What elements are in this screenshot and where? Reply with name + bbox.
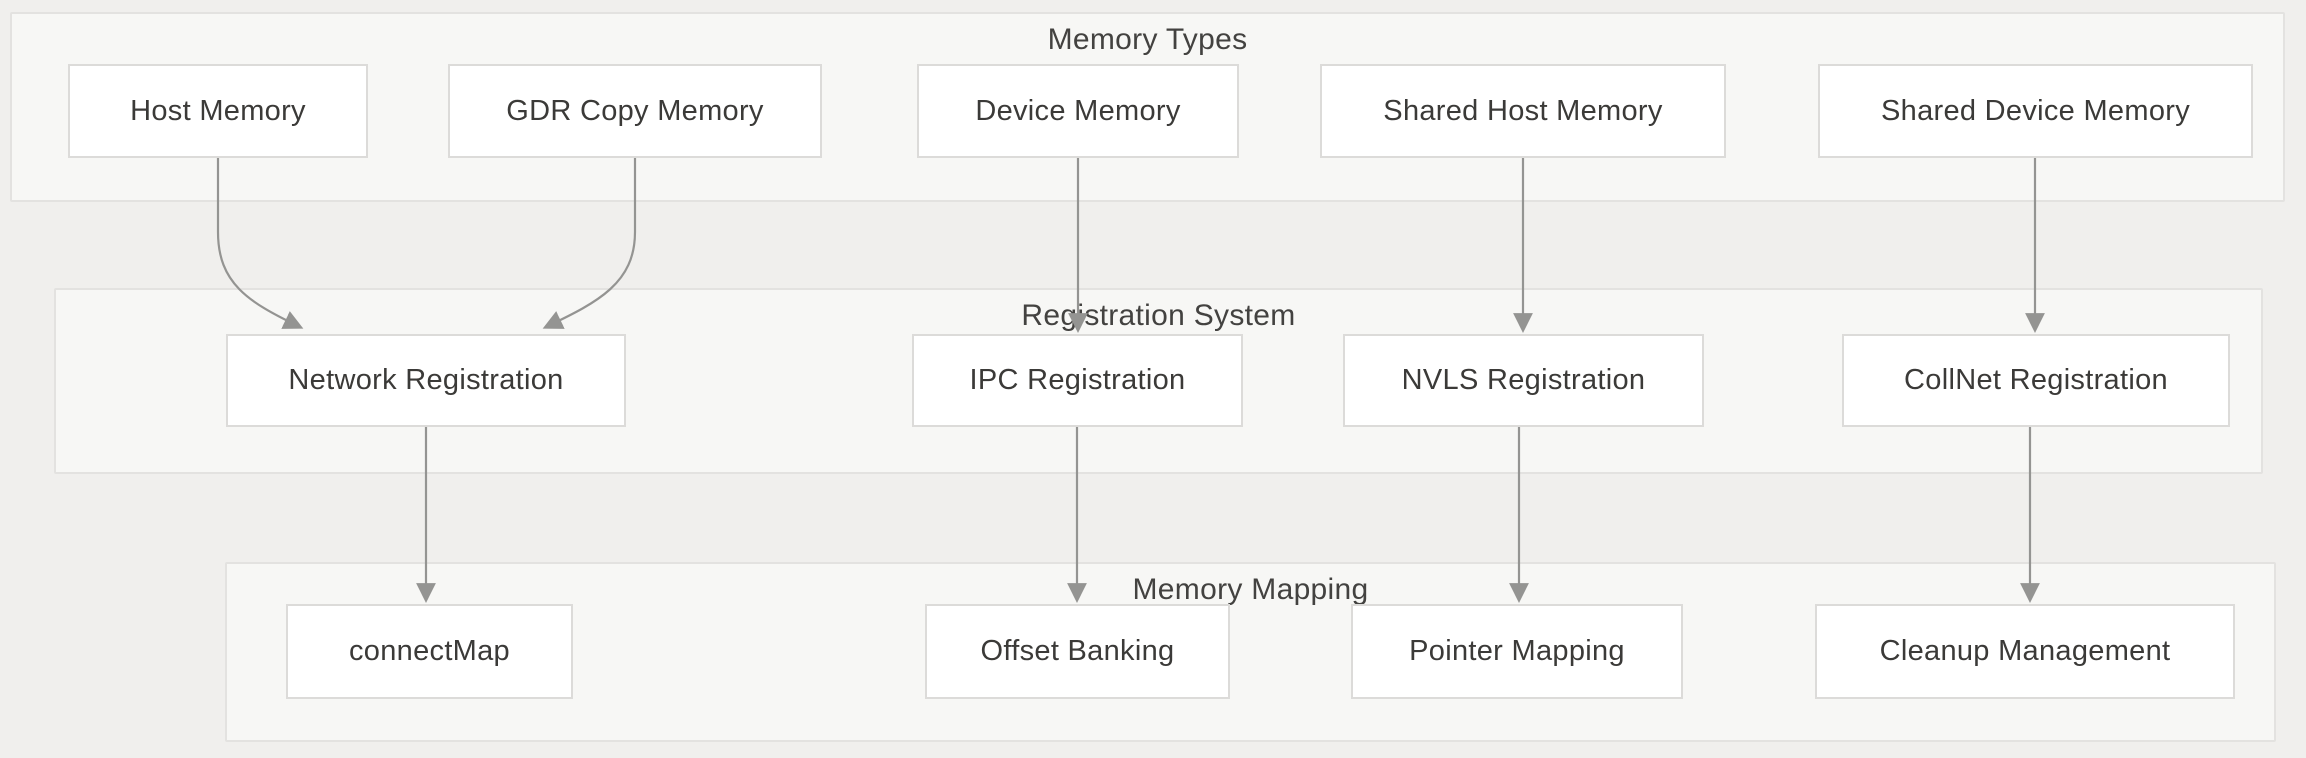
node-label: Host Memory xyxy=(130,94,306,127)
node-collnet-registration: CollNet Registration xyxy=(1842,334,2230,427)
node-host-memory: Host Memory xyxy=(68,64,368,158)
node-label: CollNet Registration xyxy=(1904,364,2168,396)
node-pointer-mapping: Pointer Mapping xyxy=(1351,604,1683,699)
node-offset-banking: Offset Banking xyxy=(925,604,1230,699)
group-title-registration-system: Registration System xyxy=(1021,299,1296,332)
node-network-registration: Network Registration xyxy=(226,334,626,427)
group-title-memory-types: Memory Types xyxy=(1047,23,1248,56)
node-cleanup-management: Cleanup Management xyxy=(1815,604,2235,699)
node-nvls-registration: NVLS Registration xyxy=(1343,334,1704,427)
node-label: GDR Copy Memory xyxy=(506,94,764,127)
node-label: NVLS Registration xyxy=(1401,364,1646,396)
node-label: Cleanup Management xyxy=(1879,635,2171,667)
node-label: IPC Registration xyxy=(969,364,1186,396)
node-connectmap: connectMap xyxy=(286,604,573,699)
node-label: Offset Banking xyxy=(980,635,1175,667)
node-shared-device-memory: Shared Device Memory xyxy=(1818,64,2253,158)
node-label: connectMap xyxy=(349,635,510,667)
node-ipc-registration: IPC Registration xyxy=(912,334,1243,427)
node-label: Pointer Mapping xyxy=(1409,635,1625,667)
node-label: Shared Host Memory xyxy=(1383,94,1663,127)
node-shared-host-memory: Shared Host Memory xyxy=(1320,64,1726,158)
node-label: Shared Device Memory xyxy=(1881,94,2190,127)
group-title-memory-mapping: Memory Mapping xyxy=(1132,573,1369,606)
node-gdr-copy-memory: GDR Copy Memory xyxy=(448,64,822,158)
node-device-memory: Device Memory xyxy=(917,64,1239,158)
node-label: Device Memory xyxy=(975,94,1181,127)
node-label: Network Registration xyxy=(288,364,564,396)
